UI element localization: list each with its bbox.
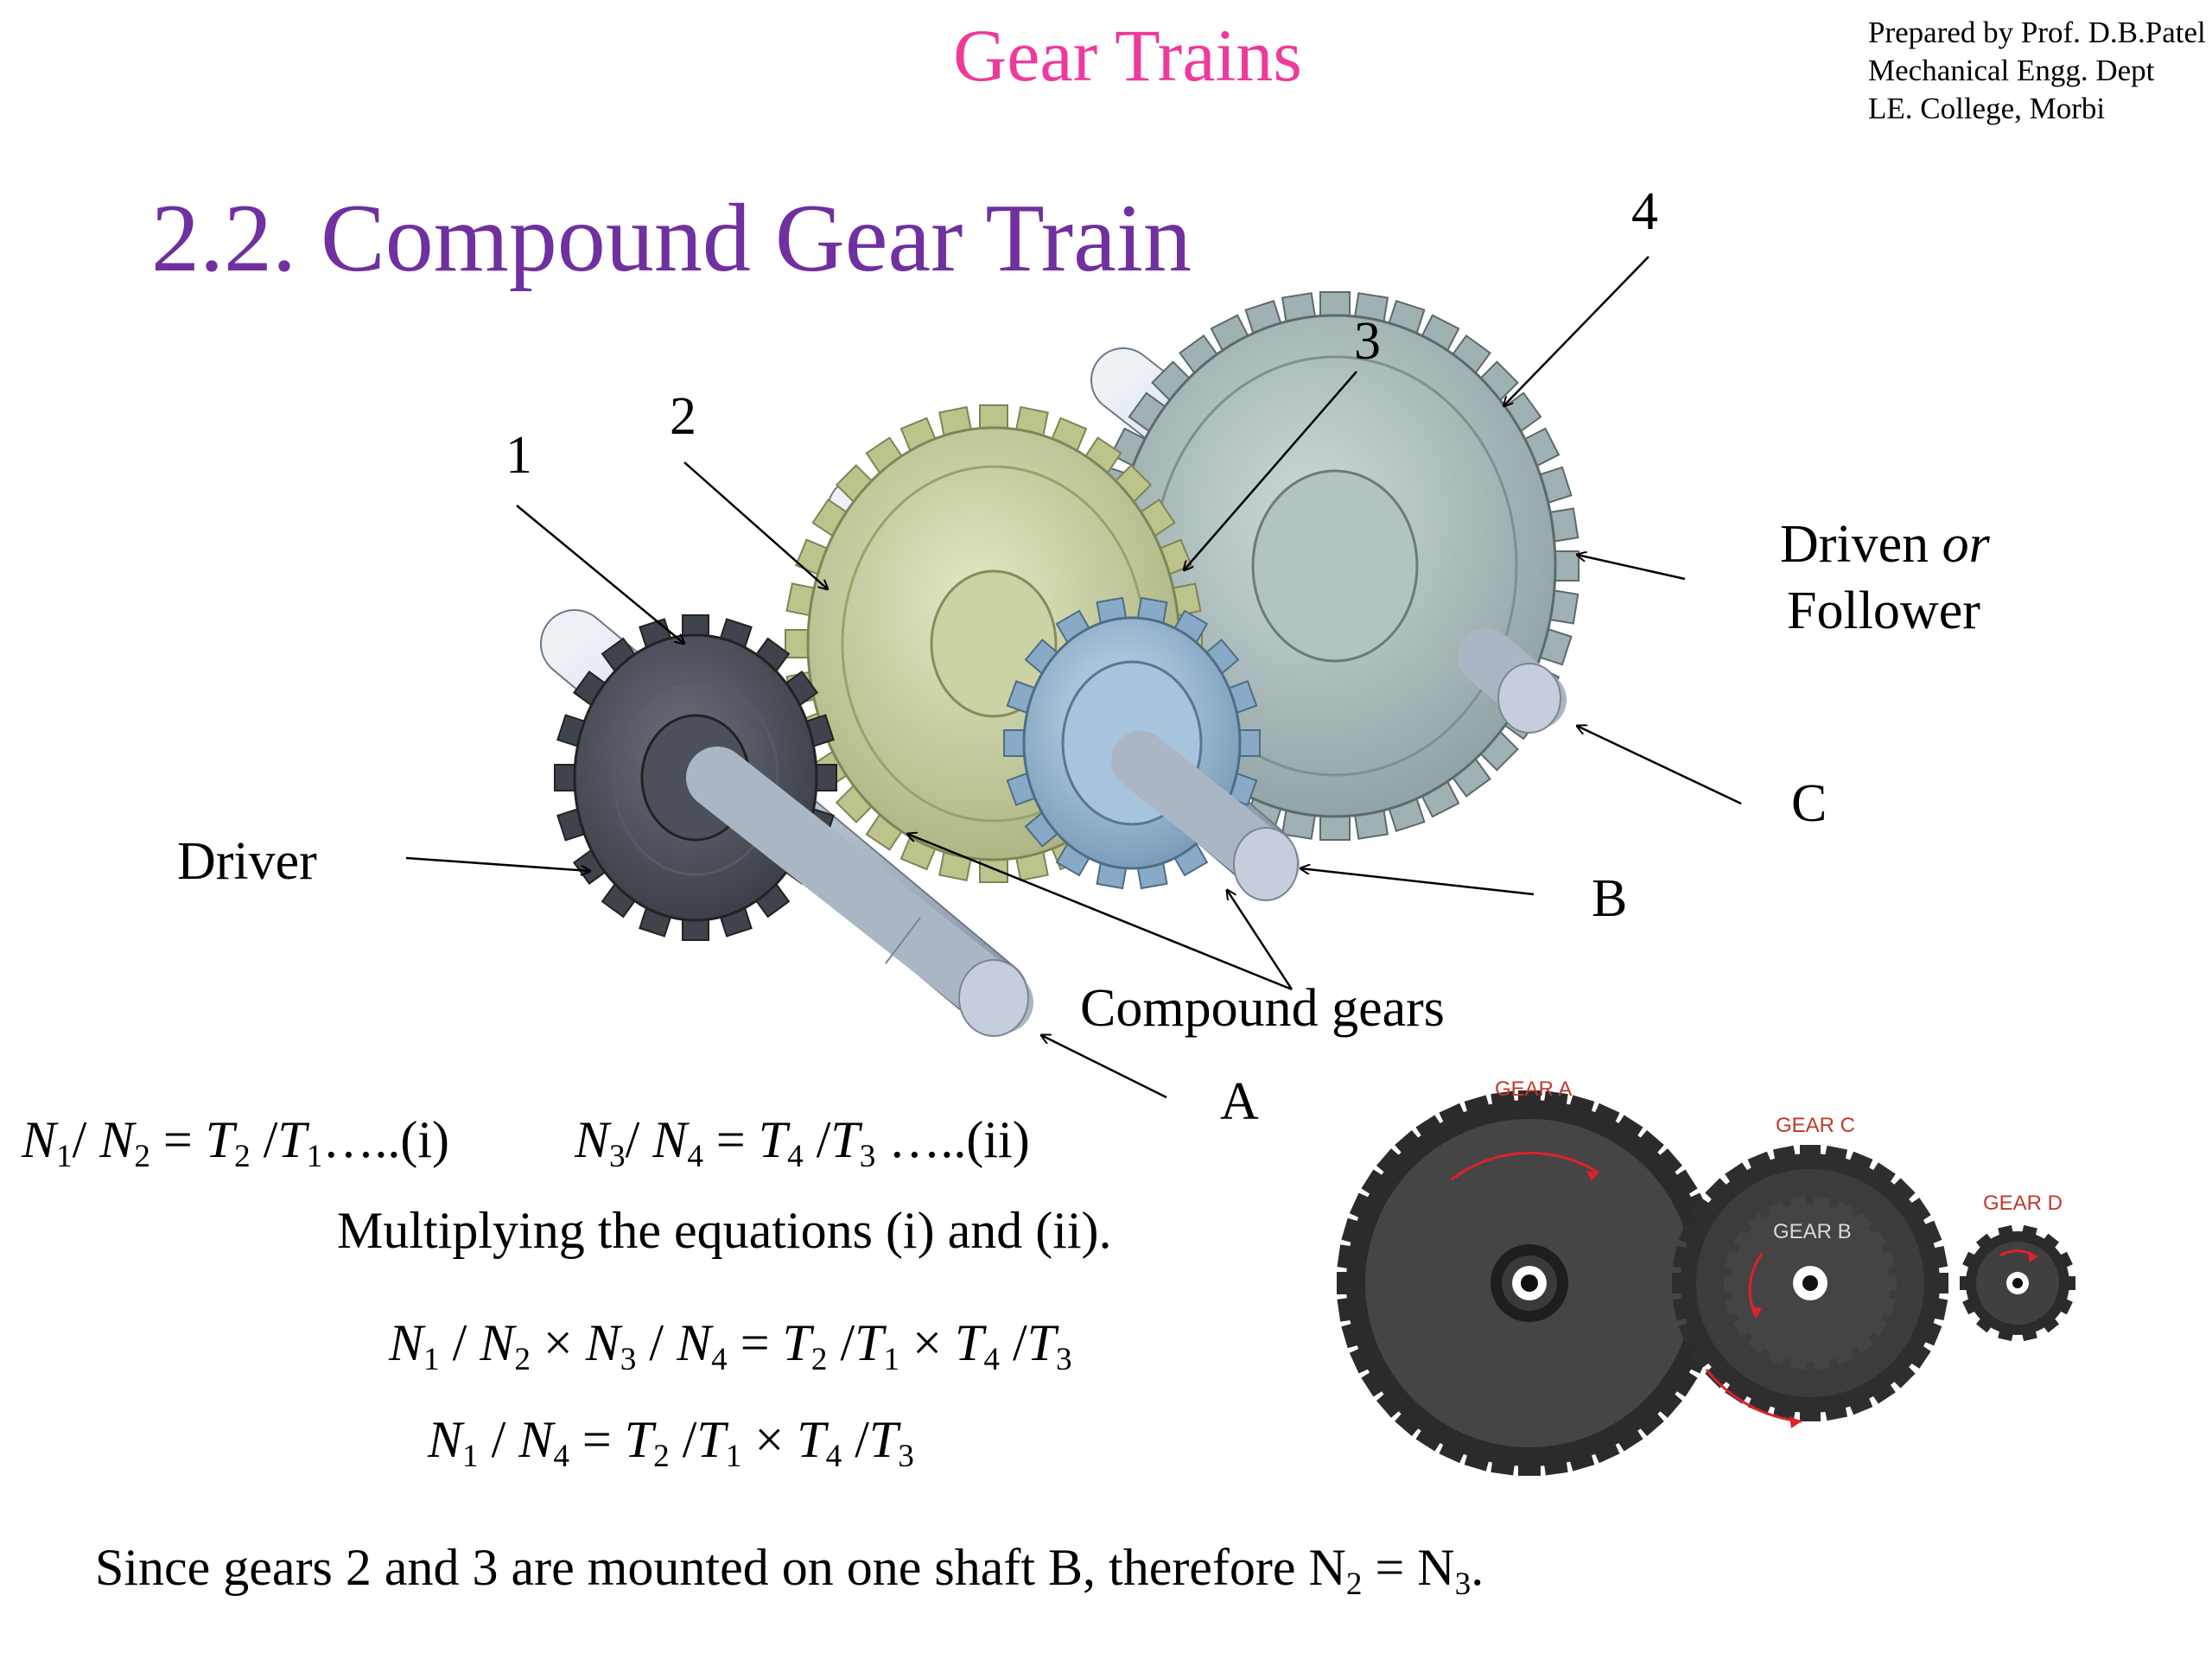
eq1-tag: …..(i) xyxy=(322,1111,450,1168)
label-gear-3: 3 xyxy=(1354,312,1381,371)
header-title: Gear Trains xyxy=(953,14,1302,97)
driven-word: Driven xyxy=(1780,515,1929,574)
bottom-note-text: Since gears 2 and 3 are mounted on one s… xyxy=(95,1539,1346,1596)
label-gear-1: 1 xyxy=(505,426,532,485)
author-credit: Prepared by Prof. D.B.Patel Mechanical E… xyxy=(1868,14,2206,128)
shaft-c-face xyxy=(1497,663,1561,734)
credit-line-2: Mechanical Engg. Dept xyxy=(1868,54,2155,87)
label-shaft-a: A xyxy=(1220,1072,1259,1131)
credit-line-1: Prepared by Prof. D.B.Patel xyxy=(1868,16,2206,49)
shaft-a-step xyxy=(885,917,921,964)
label-gear-2: 2 xyxy=(670,387,696,446)
gear-d xyxy=(1960,1224,2075,1342)
label-gear-4: 4 xyxy=(1631,182,1658,241)
gear-inset-illustration: GEAR A GEAR C GEAR B GEAR D xyxy=(1322,1067,2195,1482)
equation-product: N1 / N2 × N3 / N4 = T2 /T1 × T4 /T3 xyxy=(389,1314,1072,1378)
equation-result: N1 / N4 = T2 /T1 × T4 /T3 xyxy=(428,1411,914,1475)
gear-a-label: GEAR A xyxy=(1495,1077,1572,1101)
label-shaft-b: B xyxy=(1592,869,1628,928)
label-driver: Driver xyxy=(177,832,317,891)
label-follower: Follower xyxy=(1787,582,1980,640)
eq2-tag: …..(ii) xyxy=(888,1111,1030,1168)
gear-d-label: GEAR D xyxy=(1983,1192,2063,1215)
bottom-note: Since gears 2 and 3 are mounted on one s… xyxy=(95,1539,1484,1603)
credit-line-3: LE. College, Morbi xyxy=(1868,92,2106,125)
gear-b-label: GEAR B xyxy=(1773,1220,1852,1243)
or-word: or xyxy=(1942,515,1990,574)
shaft-b-face xyxy=(1233,827,1299,901)
shaft-a-face xyxy=(958,959,1029,1037)
gear-c-label: GEAR C xyxy=(1776,1114,1855,1137)
bottom-note-eq: = N xyxy=(1362,1539,1455,1596)
label-driven: Driven or xyxy=(1780,514,1990,575)
gear-b xyxy=(1724,1196,1897,1370)
equation-1: N1/ N2 = T2 /T1…..(i) xyxy=(22,1111,450,1175)
label-compound-gears: Compound gears xyxy=(1080,979,1445,1038)
multiplying-text: Multiplying the equations (i) and (ii). xyxy=(337,1202,1112,1259)
equation-2: N3/ N4 = T4 /T3 …..(ii) xyxy=(575,1111,1030,1175)
leader-arrows xyxy=(405,256,1742,1099)
shaft-a-end xyxy=(686,747,1033,1033)
slide-title: 2.2. Compound Gear Train xyxy=(151,185,1192,292)
bottom-note-end: . xyxy=(1471,1539,1484,1596)
label-shaft-c: C xyxy=(1791,774,1827,833)
